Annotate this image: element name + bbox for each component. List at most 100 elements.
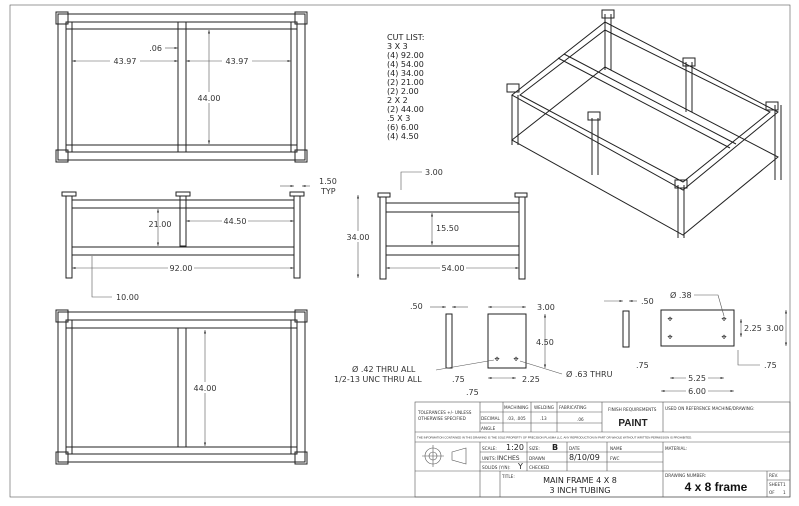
dim-a-edge-h: .75: [466, 388, 479, 397]
drawing-title-1: MAIN FRAME 4 X 8: [543, 476, 617, 485]
sheet-border: [9, 4, 791, 498]
rev-label: REV.: [769, 473, 778, 478]
front-view: 21.00 44.50 92.00 10.00 1.50 TYP: [61, 177, 337, 302]
cut-list-title: CUT LIST:: [387, 33, 424, 42]
detail-plate-b: ⌖ ⌖ ⌖ ⌖ .50 Ø .38 2.25 3.00 .75 .75 5.25…: [604, 290, 788, 396]
note-a-hole-small: Ø .42 THRU ALL: [352, 364, 416, 374]
dim-front-length: 92.00: [170, 264, 193, 273]
tolerances-label: TOLERANCES +/- UNLESS: [417, 410, 472, 415]
drawn-name: FWC: [610, 456, 620, 461]
size-value: B: [552, 443, 558, 452]
welding-label: WELDING: [534, 405, 554, 410]
dim-b-thk: .50: [641, 297, 654, 306]
used-on-label: USED ON REFERENCE MACHINE/DRAWING:: [665, 406, 755, 411]
date-label: DATE: [569, 446, 580, 451]
cut-list-line: (4) 54.00: [387, 60, 424, 69]
angle-label: ANGLE: [481, 426, 496, 431]
sheet-value: 1: [783, 482, 786, 487]
note-a-tap: 1/2-13 UNC THRU ALL: [334, 375, 422, 384]
cut-list-line: (2) 2.00: [387, 87, 419, 96]
dim-front-cap-note: TYP: [320, 187, 336, 196]
hole-icon: ⌖: [721, 314, 726, 324]
machining-label: MACHINING: [504, 405, 528, 410]
dim-top-depth: 44.00: [198, 94, 221, 103]
name-label: NAME: [610, 446, 623, 451]
dim-b-width: 6.00: [688, 387, 706, 396]
hole-icon: ⌖: [513, 354, 518, 364]
dim-side-top: 3.00: [425, 168, 443, 177]
decimal-label: DECIMAL: [481, 416, 501, 421]
units-label: UNITS:: [482, 456, 496, 461]
drawn-label: DRAWN: [529, 456, 545, 461]
dim-b-spacing-h: 5.25: [688, 374, 706, 383]
drawn-date: 8/10/09: [569, 453, 600, 462]
decimal-machining: .03, .005: [507, 416, 526, 421]
detail-plate-a: ⌖ ⌖ .50 3.00 4.50 .75 .75 2.25 Ø .42 THR…: [334, 302, 613, 397]
dim-b-edge-l: .75: [636, 361, 649, 370]
bottom-view: 44.00: [55, 309, 308, 465]
dim-a-edge-v: .75: [452, 375, 465, 384]
scale-label: SCALE:: [482, 446, 497, 451]
side-view: 34.00 15.50 54.00 3.00: [346, 168, 528, 280]
hole-icon: ⌖: [667, 332, 672, 342]
of-value: 1: [783, 490, 786, 495]
sheet-label: SHEET: [769, 482, 783, 487]
cut-list-line: (2) 44.00: [387, 105, 424, 114]
of-label: OF: [769, 490, 775, 495]
finish-value: PAINT: [618, 418, 647, 429]
dim-side-rail-gap: 15.50: [436, 224, 459, 233]
cut-list-line: (2) 21.00: [387, 78, 424, 87]
dim-top-gap: .06: [149, 44, 162, 53]
title-block: TOLERANCES +/- UNLESS OTHERWISE SPECIFIE…: [414, 401, 791, 498]
solids-value: Y: [517, 462, 523, 471]
size-label: SIZE:: [529, 446, 540, 451]
dim-front-cap: 1.50: [319, 177, 337, 186]
hole-icon: ⌖: [494, 354, 499, 364]
cut-list-line: (4) 34.00: [387, 69, 424, 78]
dim-side-height: 34.00: [347, 233, 370, 242]
dim-a-height: 4.50: [536, 338, 554, 347]
dim-front-half: 44.50: [224, 217, 247, 226]
drawing-number-label: DRAWING NUMBER:: [665, 473, 706, 478]
cut-list-line: (6) 6.00: [387, 123, 419, 132]
top-view: 43.97 43.97 .06 44.00: [55, 11, 308, 163]
cut-list-line: (4) 92.00: [387, 51, 424, 60]
proprietary-notice: THE INFORMATION CONTAINED IN THIS DRAWIN…: [417, 436, 692, 440]
isometric-view: [506, 9, 782, 238]
dim-top-left: 43.97: [114, 57, 137, 66]
dim-front-rail-gap: 21.00: [149, 220, 172, 229]
decimal-welding: .13: [540, 416, 547, 421]
units-value: INCHES: [497, 455, 520, 462]
dim-b-height: 3.00: [766, 324, 784, 333]
material-label: MATERIAL:: [665, 446, 687, 451]
scale-value: 1:20: [506, 443, 524, 452]
solids-label: SOLIDS (Y/N):: [482, 465, 511, 470]
cut-list-line: .5 X 3: [387, 114, 410, 123]
tolerances-label-2: OTHERWISE SPECIFIED: [418, 416, 466, 421]
finish-label: FINISH REQUIREMENTS: [608, 407, 657, 412]
dim-a-width: 3.00: [537, 303, 555, 312]
dim-bottom-depth: 44.00: [194, 384, 217, 393]
hole-icon: ⌖: [721, 332, 726, 342]
checked-label: CHECKED: [529, 465, 549, 470]
cut-list-line: 3 X 3: [387, 42, 408, 51]
cut-list-line: 2 X 2: [387, 96, 408, 105]
title-label: TITLE:: [501, 474, 515, 479]
dim-a-spacing: 2.25: [522, 375, 540, 384]
drawing-title-2: 3 INCH TUBING: [550, 486, 611, 495]
note-a-hole-large: Ø .63 THRU: [566, 369, 613, 379]
dim-b-spacing-v: 2.25: [744, 324, 762, 333]
cut-list: CUT LIST: 3 X 3 (4) 92.00 (4) 54.00 (4) …: [387, 33, 424, 141]
drawing-number: 4 x 8 frame: [685, 480, 748, 494]
decimal-fabricating: .06: [577, 417, 584, 422]
dim-a-thk: .50: [410, 302, 423, 311]
dim-side-width: 54.00: [442, 264, 465, 273]
hole-icon: ⌖: [667, 314, 672, 324]
dim-b-edge-r: .75: [764, 361, 777, 370]
dim-top-right: 43.97: [226, 57, 249, 66]
dim-front-low: 10.00: [116, 293, 139, 302]
third-angle-projection-icon: [422, 445, 467, 467]
fabricating-label: FABRICATING: [559, 405, 587, 410]
cut-list-line: (4) 4.50: [387, 132, 419, 141]
